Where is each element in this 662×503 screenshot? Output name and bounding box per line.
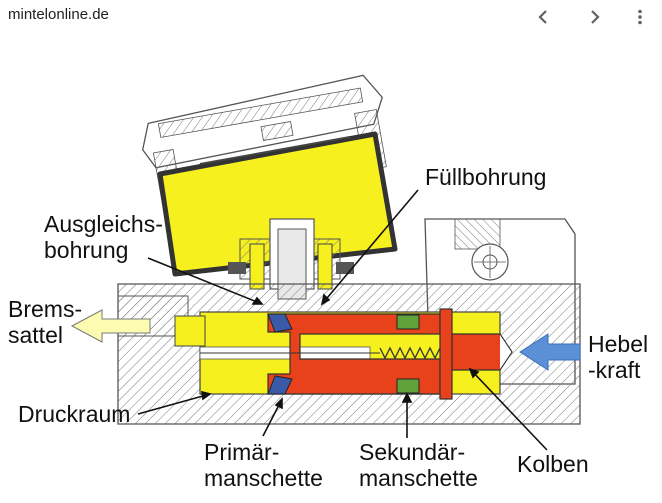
- label-druckraum: Druckraum: [18, 401, 131, 427]
- piston: [200, 308, 513, 400]
- browser-toolbar: mintelonline.de: [0, 0, 662, 34]
- chevron-right-icon: [591, 10, 600, 24]
- back-button[interactable]: [531, 4, 557, 30]
- label-fuellbohrung: Füllbohrung: [425, 164, 547, 190]
- label-primaermanschette: Primär- manschette: [204, 439, 323, 491]
- leader-lines: [137, 189, 548, 451]
- more-vert-icon: [638, 9, 642, 25]
- cylinder-drawing: [70, 74, 581, 451]
- lever-force-arrow: [519, 333, 581, 371]
- site-name[interactable]: mintelonline.de: [8, 6, 109, 23]
- label-kolben: Kolben: [517, 451, 589, 477]
- forward-button[interactable]: [581, 4, 607, 30]
- primary-seal: [267, 313, 293, 395]
- master-cylinder-diagram: Füllbohrung Ausgleichs- bohrung Brems- s…: [0, 34, 662, 503]
- chevron-left-icon: [538, 10, 547, 24]
- more-options-button[interactable]: [627, 4, 653, 30]
- label-ausgleichsbohrung: Ausgleichs- bohrung: [44, 211, 163, 263]
- label-hebelkraft: Hebel -kraft: [588, 331, 649, 383]
- secondary-seal: [396, 314, 420, 394]
- label-bremssattel: Brems- sattel: [8, 296, 83, 348]
- brake-outlet-arrow: [70, 309, 151, 343]
- label-sekundaermanschette: Sekundär- manschette: [359, 439, 478, 491]
